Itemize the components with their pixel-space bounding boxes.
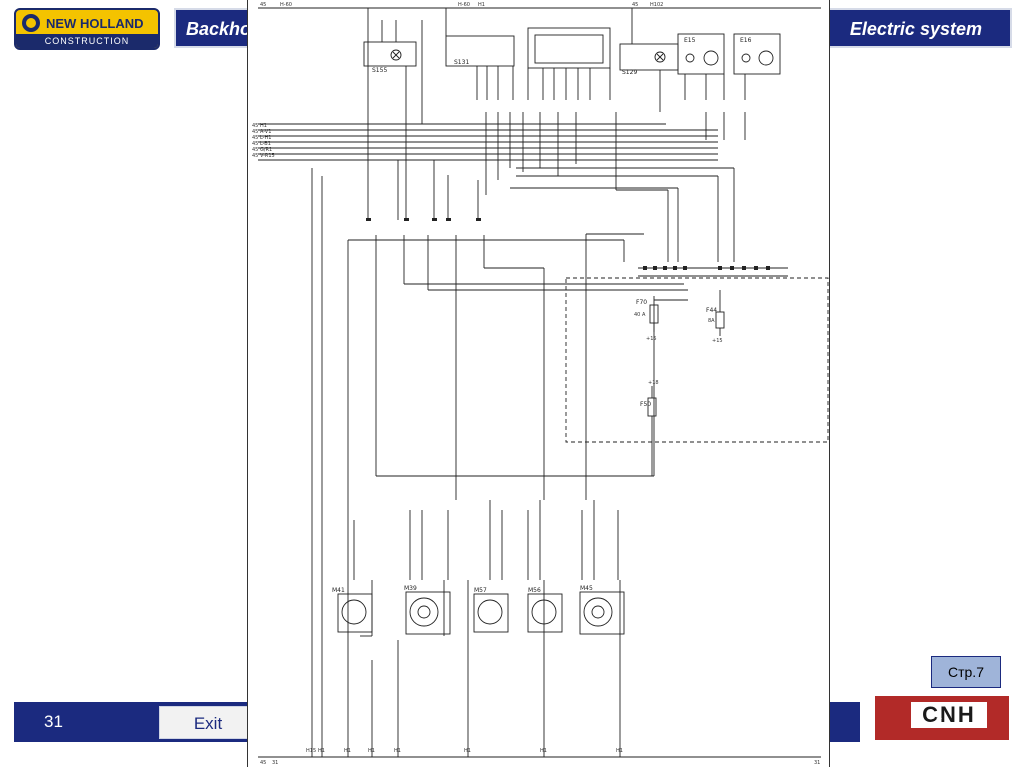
fuse-note-3: +15 (646, 336, 657, 342)
wire-label-top-4: H1 (478, 2, 485, 8)
component-m56: M56 (528, 587, 541, 594)
wire-label-bottom-6: H1 (368, 748, 375, 754)
wire-label-left-6: 45 V-R15 (252, 153, 275, 159)
page-number: 31 (44, 712, 63, 731)
wire-label-bottom-11: 31 (814, 760, 820, 766)
cnh-logo: CNH 31 (875, 696, 1009, 740)
fuse-note-4: +15 (712, 338, 723, 344)
wire-label-top-3: H-60 (458, 2, 470, 8)
page-tag[interactable]: Стр.7 (931, 656, 1001, 688)
component-m39: M39 (404, 585, 417, 592)
wire-label-left-2: 45 A-V1 (252, 129, 271, 135)
wiring-schematic: 45 H-60 H-60 H1 45 H102 45 H1 45 A-V1 45… (247, 0, 830, 767)
component-f70: F70 (636, 299, 647, 306)
wire-label-bottom-5: H1 (344, 748, 351, 754)
fuse-note-2: 8A (708, 318, 715, 324)
exit-button[interactable]: Exit (159, 706, 257, 739)
wire-label-left-1: 45 H1 (252, 123, 267, 129)
wire-label-top-6: H102 (650, 2, 663, 8)
fuse-note-5: +18 (648, 380, 659, 386)
component-f50: F50 (640, 401, 651, 408)
component-s131: S131 (454, 59, 469, 66)
wire-label-top-1: 45 (260, 2, 266, 8)
wire-label-bottom-8: H1 (464, 748, 471, 754)
component-f44: F44 (706, 307, 717, 314)
cnh-logo-text: CNH (911, 702, 987, 728)
leaf-icon (22, 14, 40, 32)
component-m45: M45 (580, 585, 593, 592)
component-e16: E16 (740, 37, 752, 44)
wire-label-bottom-9: H1 (540, 748, 547, 754)
wire-label-bottom-10: H1 (616, 748, 623, 754)
cnh-logo-number: 31 (929, 708, 943, 722)
logo-brand-text: NEW HOLLAND (46, 15, 144, 31)
component-e15: E15 (684, 37, 696, 44)
wire-label-left-4: 45 L-B1 (252, 141, 271, 147)
fuse-note-1: 40 A (634, 312, 646, 318)
wire-label-bottom-3: H15 (306, 748, 316, 754)
wire-label-bottom-1: 45 (260, 760, 266, 766)
slide-title-right: Electric system (849, 19, 982, 39)
wire-label-bottom-7: H1 (394, 748, 401, 754)
new-holland-logo: NEW HOLLAND CONSTRUCTION (14, 8, 160, 50)
wire-label-top-5: 45 (632, 2, 638, 8)
wire-label-top-2: H-60 (280, 2, 292, 8)
component-m41: M41 (332, 587, 345, 594)
slide-title-left: Backho (186, 19, 252, 39)
logo-sub-text: CONSTRUCTION (16, 34, 158, 48)
wire-label-bottom-4: H1 (318, 748, 325, 754)
component-s129: S129 (622, 69, 637, 76)
wire-label-left-3: 45 L-H1 (252, 135, 271, 141)
schematic-svg: 45 H-60 H-60 H1 45 H102 45 H1 45 A-V1 45… (252, 2, 829, 766)
wire-label-bottom-2: 31 (272, 760, 278, 766)
wire-label-left-5: 45 G/R1 (252, 147, 272, 153)
component-m57: M57 (474, 587, 487, 594)
component-s155: S155 (372, 67, 387, 74)
